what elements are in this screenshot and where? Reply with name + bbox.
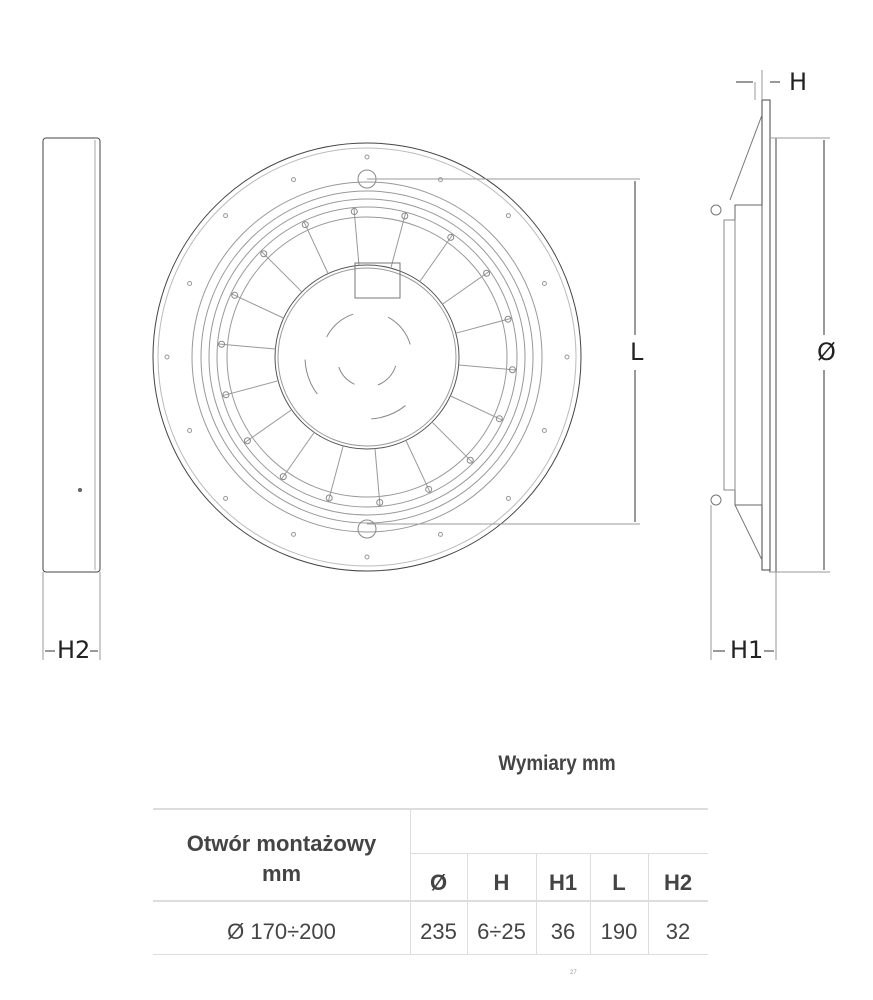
column-header: L xyxy=(612,870,626,895)
row-header-label: Otwór montażowy xyxy=(186,831,377,856)
table-title: Wymiary mm xyxy=(498,752,616,775)
table-cell: 190 xyxy=(600,919,638,944)
column-header: H xyxy=(493,870,510,895)
column-header: H1 xyxy=(548,870,578,895)
column-header: H2 xyxy=(663,870,693,895)
side-view-right xyxy=(710,70,830,660)
technical-drawing xyxy=(42,70,830,660)
dimension-label-h1: H1 xyxy=(730,636,764,664)
table-cell: 6÷25 xyxy=(477,919,526,944)
dimension-label-diameter: Ø xyxy=(817,338,836,366)
dimension-L xyxy=(367,178,640,525)
page-number: 27 xyxy=(570,970,577,976)
front-view xyxy=(152,142,582,572)
dimension-label-h2: H2 xyxy=(57,636,91,664)
side-view-left xyxy=(42,137,101,660)
opening-value: Ø 170÷200 xyxy=(227,919,336,944)
table-cell: 36 xyxy=(550,919,576,944)
table-cell: 235 xyxy=(420,919,457,944)
dimension-label-l: L xyxy=(630,338,644,366)
table-cell: 32 xyxy=(665,919,691,944)
row-header-unit: mm xyxy=(261,861,302,886)
dimension-label-h: H xyxy=(789,68,808,96)
column-header: Ø xyxy=(429,870,448,895)
